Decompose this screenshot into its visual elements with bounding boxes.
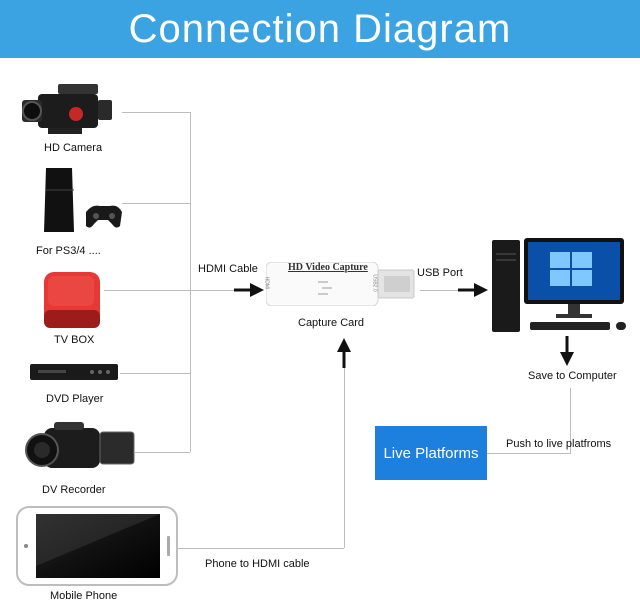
capture-port-hdmi: HDMI	[263, 276, 270, 290]
connector-phone	[178, 548, 344, 549]
arrow-to-computer	[458, 283, 488, 297]
dv-recorder-label: DV Recorder	[42, 484, 106, 496]
connector-usb	[420, 290, 462, 291]
arrow-to-capture	[234, 283, 264, 297]
hdmi-cable-label: HDMI Cable	[198, 263, 258, 275]
connector-dv-recorder	[135, 452, 190, 453]
connector-bus	[190, 112, 191, 452]
capture-card-label: Capture Card	[298, 317, 365, 329]
live-platforms-box: Live Platforms	[375, 426, 487, 480]
usb-port-label: USB Port	[417, 267, 463, 279]
arrow-up-to-capture	[337, 338, 351, 368]
connector-dvd	[120, 373, 190, 374]
dvd-player-label: DVD Player	[46, 393, 104, 405]
page-title: Connection Diagram	[128, 7, 512, 51]
connector-to-capture	[190, 290, 236, 291]
capture-port-usb: USB2.0	[371, 274, 378, 292]
capture-card-brand: HD Video Capture	[288, 262, 368, 273]
push-to-live-label: Push to live platfroms	[506, 438, 612, 450]
connector-hd-camera	[122, 112, 190, 113]
tv-box-label: TV BOX	[54, 334, 95, 346]
connector-ps	[122, 203, 190, 204]
mobile-phone-label: Mobile Phone	[50, 590, 118, 602]
connector-phone-up	[344, 360, 345, 548]
game-console-icon	[44, 168, 122, 232]
phone-to-hdmi-label: Phone to HDMI cable	[205, 558, 310, 570]
connector-tv-box	[104, 290, 190, 291]
arrow-down-save	[560, 336, 574, 366]
connector-save-down	[570, 388, 571, 454]
dv-recorder-icon	[25, 422, 135, 468]
capture-card: HD Video Capture HDMI USB2.0	[263, 262, 416, 306]
hd-camera-icon	[22, 84, 112, 134]
connector-live	[487, 453, 571, 454]
tv-box-icon	[44, 272, 100, 328]
save-to-computer-label: Save to Computer	[528, 370, 617, 382]
mobile-phone-icon	[16, 506, 178, 586]
ps-label: For PS3/4 ....	[36, 245, 101, 257]
computer-icon	[492, 238, 626, 332]
title-banner: Connection Diagram	[0, 0, 640, 58]
hd-camera-label: HD Camera	[44, 142, 103, 154]
dvd-player-icon	[30, 364, 118, 380]
